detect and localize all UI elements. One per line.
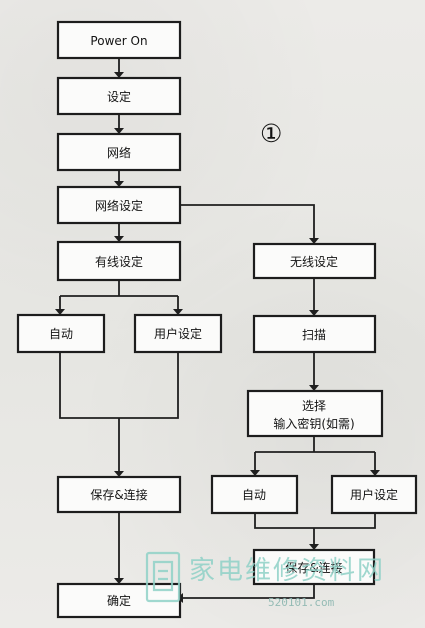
watermark-text: 家电维修资料网 [189, 556, 385, 586]
node-label: 网络设定 [95, 198, 143, 213]
node-select-key: 选择 输入密钥(如需) [246, 389, 384, 438]
arrowhead [309, 310, 319, 316]
node-label: 选择 [302, 399, 326, 413]
watermark: 家电维修资料网 520101.com [145, 551, 385, 609]
node-network: 网络 [56, 132, 182, 172]
node-label: 保存&连接 [90, 487, 147, 502]
connectors [55, 58, 380, 603]
watermark-url: 520101.com [268, 596, 335, 609]
node-wired-auto: 自动 [16, 313, 106, 354]
node-label: 确定 [107, 593, 131, 608]
node-network-settings: 网络设定 [56, 185, 182, 225]
node-wired-save-connect: 保存&连接 [56, 475, 182, 514]
connector-netsettings-wireless [180, 204, 315, 242]
arrowhead [250, 470, 260, 476]
arrowhead [114, 471, 124, 477]
arrowhead [173, 309, 183, 315]
node-wired-settings: 有线设定 [56, 240, 182, 282]
arrowhead [55, 309, 65, 315]
arrowhead [309, 385, 319, 391]
node-wireless-settings: 无线设定 [252, 242, 377, 280]
figure-marker: ① [260, 119, 282, 148]
node-settings: 设定 [56, 76, 182, 116]
node-label: 自动 [242, 488, 266, 502]
node-label: 无线设定 [290, 254, 338, 269]
node-label: 用户设定 [154, 326, 202, 341]
node-label: 扫描 [302, 328, 326, 342]
node-wireless-user-settings: 用户设定 [330, 474, 418, 515]
watermark-logo-icon [145, 551, 181, 603]
arrowhead [114, 236, 124, 242]
node-label: 设定 [107, 89, 131, 104]
node-label: 自动 [49, 327, 73, 341]
arrowhead [114, 578, 124, 584]
node-wired-user-settings: 用户设定 [133, 313, 223, 354]
arrowhead [114, 181, 124, 187]
arrowhead [309, 544, 319, 550]
node-label: Power On [90, 34, 147, 48]
node-label: 有线设定 [95, 254, 143, 269]
connector-wireless-join [254, 513, 376, 529]
node-scan: 扫描 [252, 314, 377, 354]
arrowhead [309, 238, 319, 244]
node-label: 输入密钥(如需) [273, 416, 354, 431]
node-wireless-save-connect: 保存&连接 [252, 548, 376, 586]
connector-wired-join [59, 352, 179, 419]
node-wireless-auto: 自动 [210, 474, 299, 515]
node-confirm: 确定 [56, 582, 182, 619]
node-label: 网络 [107, 145, 131, 160]
arrowhead [370, 470, 380, 476]
connector-wireless-confirm [179, 584, 315, 599]
node-power-on: Power On [56, 20, 182, 60]
node-label: 用户设定 [350, 487, 398, 502]
arrowhead [114, 128, 124, 134]
arrowhead [114, 72, 124, 78]
node-label: 保存&连接 [285, 560, 342, 575]
